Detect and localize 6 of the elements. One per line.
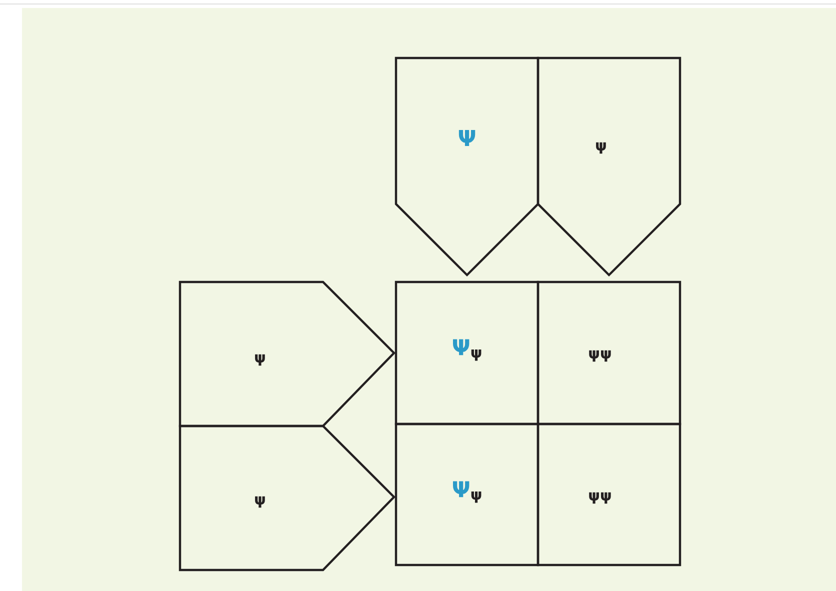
gamete-header: ψ: [178, 424, 396, 572]
gamete-header: ψ: [178, 280, 396, 428]
gamete-header: ψ: [536, 56, 682, 277]
punnett-cell: ψψ: [536, 422, 682, 566]
punnett-cell: ψψ: [536, 280, 682, 426]
gamete-header: Ψ: [394, 56, 540, 277]
